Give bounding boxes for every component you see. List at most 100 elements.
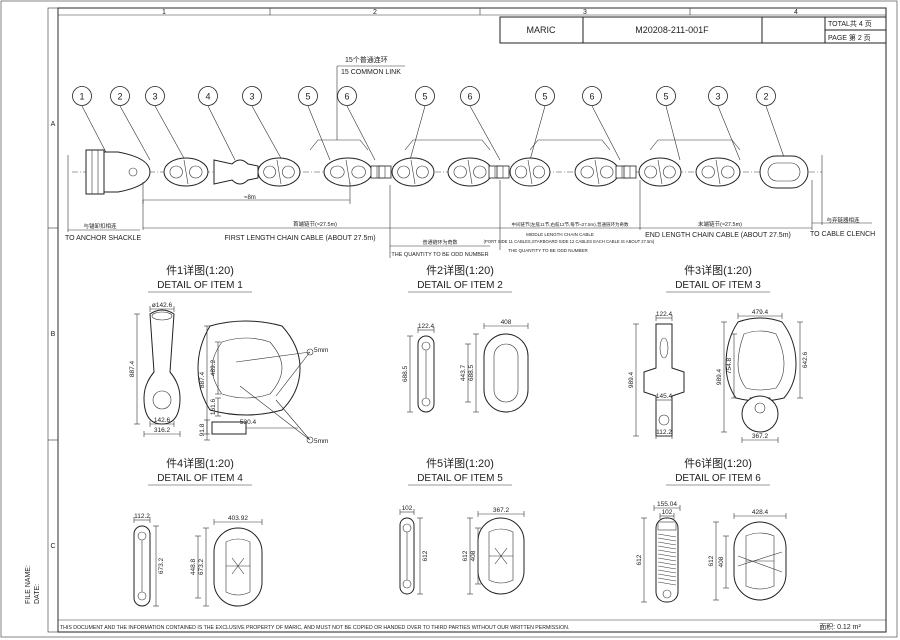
dim-label: 428.4 xyxy=(752,509,769,516)
dim-label: 754.8 xyxy=(726,357,733,374)
detail-title-cn: 件6详图(1:20) xyxy=(684,456,752,470)
middle-length-en-1: MIDDLE LENGTH CHAIN CABLE xyxy=(526,232,594,237)
dim-label: 316.2 xyxy=(154,427,171,434)
dim-8m: ≈8m xyxy=(244,195,256,201)
callout-number: 6 xyxy=(589,92,594,102)
dim-label: 642.6 xyxy=(802,351,809,368)
dim-label: 530.4 xyxy=(240,419,257,426)
chain-link-common xyxy=(391,157,435,187)
dim-label: 403.92 xyxy=(228,515,248,522)
detail-title-en: DETAIL OF ITEM 5 xyxy=(417,473,503,484)
dim-label: 688.5 xyxy=(402,365,409,382)
detail-title-en: DETAIL OF ITEM 6 xyxy=(675,473,761,484)
clench-cn: 与弃链器相连 xyxy=(826,216,860,224)
callout-3: 3 xyxy=(708,86,741,161)
chain-link-common xyxy=(447,157,493,187)
dim-label: 102 xyxy=(402,505,413,512)
item2-front-view xyxy=(483,333,529,413)
drawing-number: M20208-211-001F xyxy=(635,25,709,35)
first-length-cn: 首端链节(≈27.5m) xyxy=(293,220,337,228)
detail-title-en: DETAIL OF ITEM 3 xyxy=(675,280,761,291)
detail-item-5: 件5详图(1:20)DETAIL OF ITEM 5102612367.2612… xyxy=(399,456,525,595)
dim-label: 612 xyxy=(462,550,469,561)
detail-item-2: 件2详图(1:20)DETAIL OF ITEM 2122.4688.54086… xyxy=(402,263,529,413)
middle-length-cn: 中间链节(左舷11节,右舷12节,每节≈27.5m),普通链环为奇数 xyxy=(512,221,629,228)
dim-label: 102 xyxy=(662,509,673,516)
dim-label: 145.4 xyxy=(656,393,673,400)
kenter-shackle xyxy=(623,165,637,179)
detail-views: 件1详图(1:20)DETAIL OF ITEM 1ø142.6887.4142… xyxy=(129,263,809,607)
side-file-name: FILE NAME: xyxy=(25,565,32,604)
detail-title-en: DETAIL OF ITEM 1 xyxy=(157,280,243,291)
middle-length-en-2: (PORT SIDE 11 CABLES,STARBOARD SIDE 12 C… xyxy=(484,239,655,244)
callout-number: 5 xyxy=(422,92,427,102)
chain-link-enlarged xyxy=(695,157,741,187)
callout-number: 2 xyxy=(763,92,768,102)
callout-number: 6 xyxy=(467,92,472,102)
callout-4: 4 xyxy=(198,86,236,161)
dim-label: 612 xyxy=(422,550,429,561)
dim-label: 122.4 xyxy=(656,311,673,318)
common-link-note: 15个普通连环 15 COMMON LINK xyxy=(336,55,405,140)
dim-label: 161.6 xyxy=(210,398,217,415)
callout-2: 2 xyxy=(756,86,786,161)
dim-label: 612 xyxy=(708,555,715,566)
total-pages: TOTAL共 4 页 xyxy=(828,19,872,28)
dim-label: 887.4 xyxy=(199,371,206,388)
callout-2: 2 xyxy=(110,86,151,161)
grid-rows: A B C xyxy=(48,121,58,550)
callout-5: 5 xyxy=(656,86,681,161)
grid-col-1: 1 xyxy=(162,9,166,16)
middle-length-en-3: THE QUANTITY TO BE ODD NUMBER xyxy=(508,248,588,253)
grid-col-2: 2 xyxy=(373,9,377,16)
chain-link-common xyxy=(509,157,551,187)
dim-label: 989.4 xyxy=(716,368,723,385)
grid-row-B: B xyxy=(51,331,56,338)
swivel xyxy=(213,159,259,185)
callout-6: 6 xyxy=(337,86,376,161)
link-group-bracket xyxy=(309,139,369,151)
anchor-cn: 与锚卸扣相连 xyxy=(83,222,117,230)
detail-title-cn: 件5详图(1:20) xyxy=(426,456,494,470)
callout-number: 2 xyxy=(117,92,122,102)
grid-columns: 1 2 3 4 xyxy=(58,7,886,16)
joining-shackle xyxy=(378,165,392,179)
dim-label: 112.2 xyxy=(656,429,672,436)
dim-label: 673.2 xyxy=(198,558,205,575)
detail-item-1: 件1详图(1:20)DETAIL OF ITEM 1ø142.6887.4142… xyxy=(129,263,328,445)
dim-label: 448.8 xyxy=(190,558,197,575)
odd-cn: 普通链环为奇数 xyxy=(422,239,457,246)
chain-link-end xyxy=(163,157,209,187)
dim-label: 408 xyxy=(470,550,477,561)
dim-label: 112.2 xyxy=(134,513,150,520)
common-link-cn: 15个普通连环 xyxy=(345,55,388,64)
anchor-en: TO ANCHOR SHACKLE xyxy=(65,235,141,242)
left-margin-strip xyxy=(47,7,59,633)
chain-assembly xyxy=(72,149,822,195)
callout-3: 3 xyxy=(242,86,283,161)
link-group-bracket xyxy=(529,139,611,151)
callout-5: 5 xyxy=(529,86,555,161)
dim-label: 122.4 xyxy=(418,323,435,330)
callout-1: 1 xyxy=(72,86,111,161)
detail-title-cn: 件2详图(1:20) xyxy=(426,263,494,277)
company-name: MARIC xyxy=(527,25,557,35)
callout-5: 5 xyxy=(298,86,331,161)
link-group-bracket xyxy=(649,139,741,151)
end-length-en: END LENGTH CHAIN CABLE (ABOUT 27.5m) xyxy=(645,232,791,239)
detail-item-4: 件4详图(1:20)DETAIL OF ITEM 4112.2673.2403.… xyxy=(133,456,263,607)
dim-label: 142.6 xyxy=(154,417,171,424)
detail-item-3: 件3详图(1:20)DETAIL OF ITEM 3122.4989.4145.… xyxy=(628,263,809,443)
callout-number: 3 xyxy=(715,92,720,102)
dim-label: 155.04 xyxy=(657,501,677,508)
callout-number: 6 xyxy=(344,92,349,102)
dim-label: 91.8 xyxy=(199,423,206,436)
dim-label: 887.4 xyxy=(129,360,136,377)
end-length-cn: 末端链节(≈27.5m) xyxy=(698,220,742,228)
chain-link-enlarged xyxy=(257,157,301,187)
